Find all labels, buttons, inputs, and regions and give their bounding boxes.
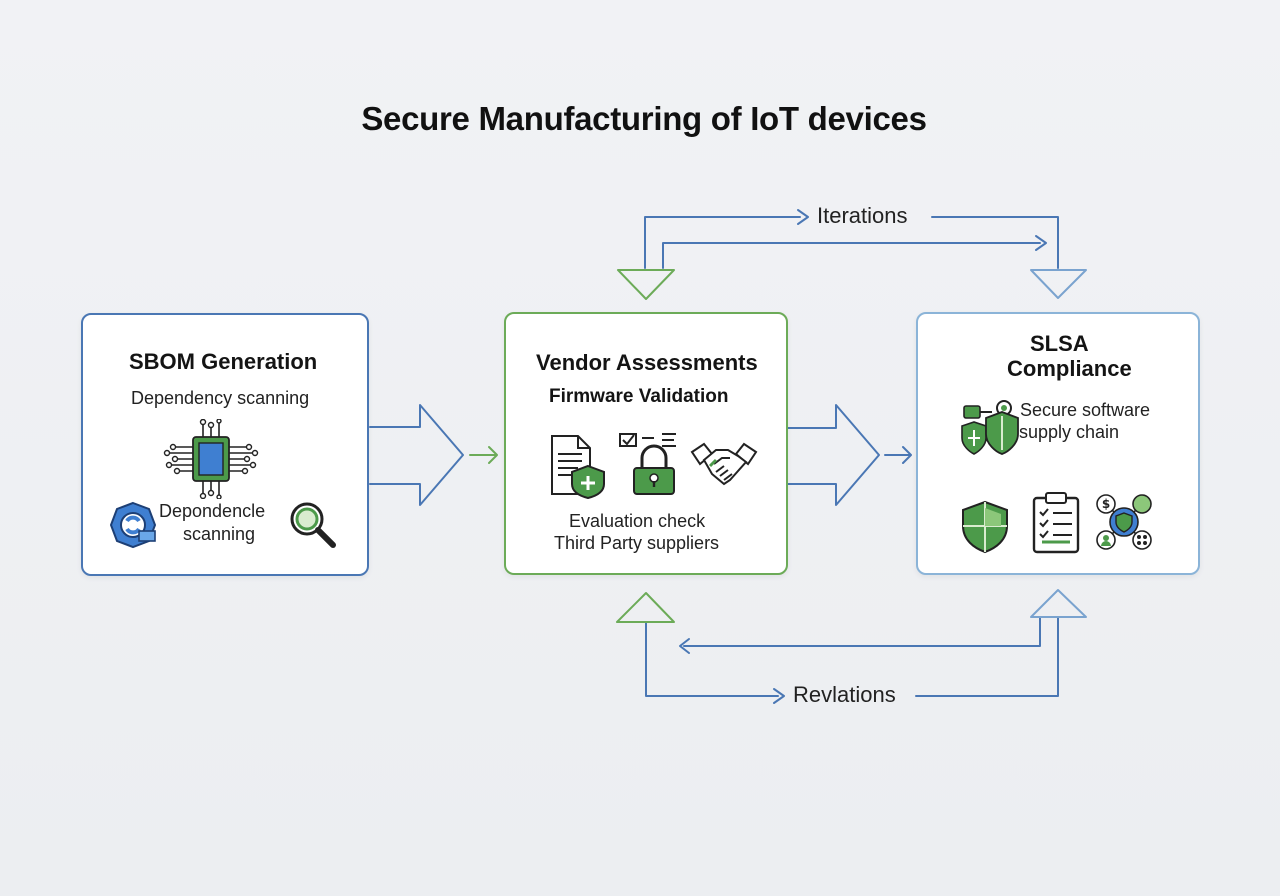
vendor-title: Vendor Assessments [536, 350, 758, 375]
iterations-loop-outer-right [931, 216, 1059, 269]
slsa-compliance-box: SLSA Compliance Secure software supply c… [916, 312, 1200, 575]
handshake-icon [690, 442, 758, 486]
slsa-title-line2: Compliance [1007, 356, 1132, 381]
sbom-icon-caption-line2: scanning [183, 524, 256, 544]
checklist-padlock-icon [619, 433, 676, 495]
vendor-caption-line1: Evaluation check [569, 511, 706, 531]
revlations-loop-outer-right [915, 617, 1059, 697]
microchip-icon [163, 419, 259, 499]
sbom-icon-caption-line1: Depondencle [159, 501, 266, 521]
svg-text:$: $ [1102, 497, 1110, 511]
vendor-bottom-triangle [616, 592, 675, 623]
slsa-title-line1: SLSA [1030, 331, 1089, 356]
vendor-subtitle: Firmware Validation [549, 386, 729, 407]
sbom-to-vendor-small-arrow [469, 446, 498, 464]
slsa-top-triangle [1030, 269, 1087, 299]
sbom-generation-box: SBOM Generation Dependency scanning [81, 313, 369, 576]
vendor-caption-line2: Third Party suppliers [554, 533, 720, 553]
revlations-label: Revlations [793, 682, 896, 707]
magnifier-icon [290, 502, 336, 548]
revlations-loop-inner [683, 617, 1041, 647]
vendor-to-slsa-arrow [787, 404, 880, 506]
clipboard-checklist-icon [1032, 492, 1080, 554]
revlations-arrowhead-inner [679, 638, 690, 654]
shield-icon [962, 500, 1008, 554]
iterations-arrowhead-inner [1035, 235, 1047, 251]
sbom-title: SBOM Generation [129, 349, 318, 374]
supply-chain-shield-icon [961, 400, 1019, 455]
dependency-cycle-icon [109, 501, 157, 549]
revlations-arrowhead [773, 688, 785, 704]
iterations-label: Iterations [817, 203, 908, 228]
vendor-top-triangle [617, 269, 675, 300]
network-shield-icon: $ [1096, 494, 1152, 550]
revlations-loop-outer-left [645, 621, 779, 697]
sbom-to-vendor-arrow [369, 404, 464, 506]
slsa-bottom-triangle [1030, 589, 1087, 618]
iterations-arrowhead-top [797, 209, 809, 225]
slsa-caption-line2: supply chain [1019, 422, 1120, 442]
document-shield-icon [551, 435, 605, 500]
diagram-title: Secure Manufacturing of IoT devices [361, 100, 927, 137]
iterations-loop-outer [644, 216, 801, 269]
sbom-subtitle: Dependency scanning [131, 388, 310, 408]
iterations-loop-inner [662, 242, 1041, 269]
vendor-to-slsa-small-arrow [884, 446, 912, 464]
vendor-assessments-box: Vendor Assessments Firmware Validation [504, 312, 788, 575]
slsa-caption-line1: Secure software [1020, 400, 1151, 420]
